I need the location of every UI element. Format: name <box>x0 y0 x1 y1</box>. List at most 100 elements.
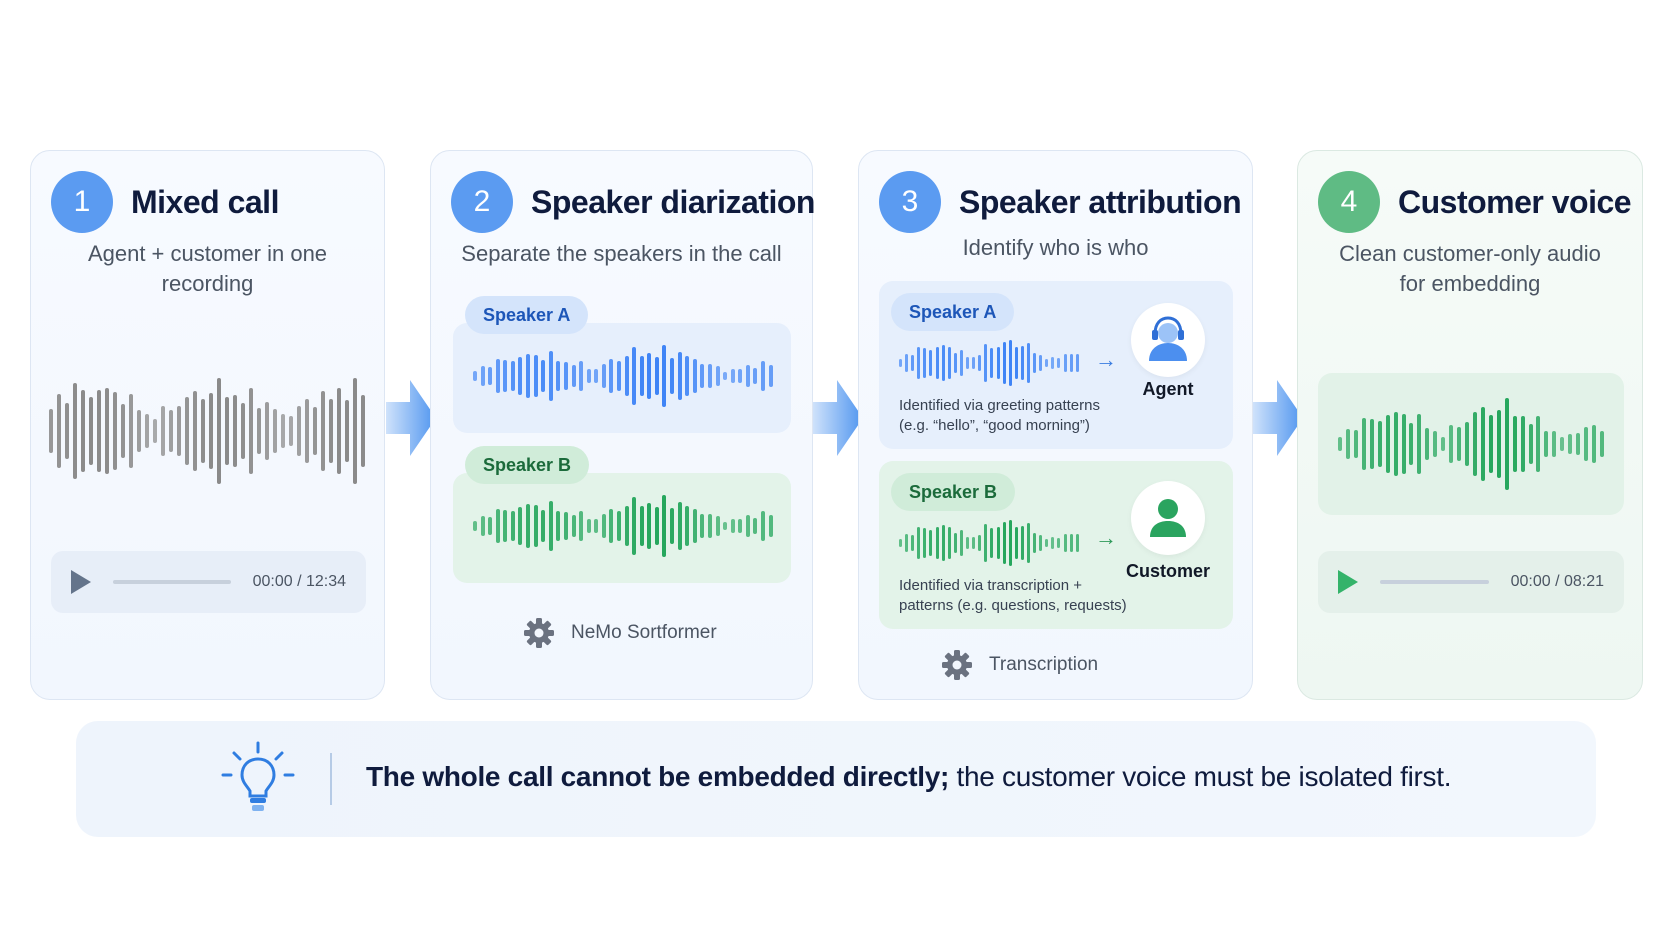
headset-agent-icon <box>1149 316 1187 361</box>
waveform-bar <box>1014 347 1018 379</box>
step-header: 2 Speaker diarization <box>451 171 815 233</box>
waveform-bar <box>510 511 515 541</box>
play-icon[interactable] <box>71 570 91 594</box>
waveform-bar <box>1039 534 1043 552</box>
play-icon[interactable] <box>1338 570 1358 594</box>
arrow-right-icon: → <box>1095 347 1117 372</box>
waveform-bar <box>480 515 485 537</box>
waveform-bar <box>1057 537 1061 549</box>
waveform-bar <box>548 501 553 551</box>
waveform-bar <box>249 387 253 475</box>
waveform-bar <box>917 527 921 559</box>
waveform-bar <box>1480 406 1485 482</box>
waveform-bar <box>745 365 750 387</box>
waveform-bar <box>1504 398 1509 490</box>
waveform-bar <box>923 348 927 378</box>
waveform-bar <box>177 406 181 456</box>
subtitle-line: Clean customer-only audio <box>1339 241 1601 266</box>
waveform-bar <box>911 354 915 372</box>
step-subtitle: Agent + customer in one recording <box>31 239 384 299</box>
waveform-bar <box>1338 436 1342 452</box>
waveform-bar <box>601 363 606 389</box>
waveform-bar <box>1051 537 1055 549</box>
note-line: Identified via transcription + <box>899 577 1083 594</box>
waveform-bar <box>1051 357 1055 369</box>
waveform-bar <box>480 365 485 387</box>
speaker-a-waveform <box>473 341 773 411</box>
progress-track[interactable] <box>113 580 231 584</box>
waveform-bar <box>972 537 976 549</box>
speaker-a-pill: Speaker A <box>465 296 589 334</box>
note-line: (e.g. “hello”, “good morning”) <box>899 417 1090 434</box>
waveform-bar <box>730 518 735 534</box>
agent-avatar <box>1131 303 1205 377</box>
waveform-bar <box>57 393 61 468</box>
waveform-bar <box>97 390 101 472</box>
waveform-bar <box>941 525 945 561</box>
waveform-bar <box>670 508 675 544</box>
waveform-bar <box>217 378 221 484</box>
waveform-bar <box>209 392 213 470</box>
waveform-bar <box>1069 353 1073 373</box>
step-number-badge: 1 <box>51 171 113 233</box>
waveform-bar <box>563 362 568 390</box>
audio-player: 00:00 / 08:21 <box>1318 551 1624 613</box>
waveform-bar <box>632 496 637 556</box>
waveform-bar <box>145 413 149 449</box>
step-number-badge: 3 <box>879 171 941 233</box>
player-time: 00:00 / 12:34 <box>252 573 346 590</box>
waveform-bar <box>738 368 743 384</box>
waveform-bar <box>503 510 508 542</box>
step-card-mixed-call: 1 Mixed call Agent + customer in one rec… <box>30 150 385 700</box>
speaker-b-pill: Speaker B <box>465 446 590 484</box>
insight-banner: The whole call cannot be embedded direct… <box>76 721 1596 837</box>
waveform-bar <box>662 494 667 558</box>
banner-message-rest: the customer voice must be isolated firs… <box>949 761 1452 792</box>
waveform-bar <box>1401 413 1406 475</box>
waveform-bar <box>1377 421 1382 467</box>
waveform-bar <box>273 409 277 453</box>
waveform-bar <box>972 357 976 369</box>
waveform-bar <box>1425 427 1430 461</box>
waveform-bar <box>563 512 568 540</box>
step-title: Customer voice <box>1398 183 1632 220</box>
waveform-bar <box>556 361 561 391</box>
waveform-bar <box>1592 424 1596 464</box>
speaker-b-waveform <box>899 515 1079 571</box>
waveform-bar <box>1472 412 1477 476</box>
waveform-bar <box>297 406 301 456</box>
waveform-bar <box>337 388 341 474</box>
attribution-note: Identified via transcription + patterns … <box>899 576 1127 616</box>
waveform-bar <box>81 390 85 472</box>
waveform-bar <box>49 409 53 453</box>
waveform-bar <box>257 407 261 455</box>
waveform-bar <box>929 349 933 377</box>
customer-avatar <box>1131 481 1205 555</box>
waveform-bar <box>1045 538 1049 548</box>
waveform-bar <box>1536 416 1541 472</box>
progress-track[interactable] <box>1380 580 1489 584</box>
waveform-bar <box>121 404 125 458</box>
waveform-bar <box>1457 426 1462 462</box>
waveform-bar <box>1560 436 1565 452</box>
arrow-right-icon <box>1253 380 1303 456</box>
waveform-bar <box>601 513 606 539</box>
customer-waveform <box>1338 394 1604 494</box>
speaker-b-panel <box>453 473 791 583</box>
step-header: 4 Customer voice <box>1318 171 1632 233</box>
waveform-bar <box>1063 533 1067 553</box>
waveform-bar <box>329 398 333 464</box>
step-subtitle: Clean customer-only audio for embedding <box>1298 239 1642 299</box>
waveform-bar <box>730 368 735 384</box>
waveform-bar <box>548 351 553 401</box>
waveform-bar <box>953 352 957 374</box>
step-header: 1 Mixed call <box>51 171 374 233</box>
banner-message: The whole call cannot be embedded direct… <box>366 761 1452 793</box>
waveform-bar <box>495 358 500 394</box>
waveform-bar <box>1353 430 1358 458</box>
waveform-bar <box>594 518 599 534</box>
waveform-bar <box>1069 533 1073 553</box>
waveform-bar <box>715 516 720 536</box>
waveform-bar <box>662 344 667 408</box>
waveform-bar <box>265 401 269 461</box>
